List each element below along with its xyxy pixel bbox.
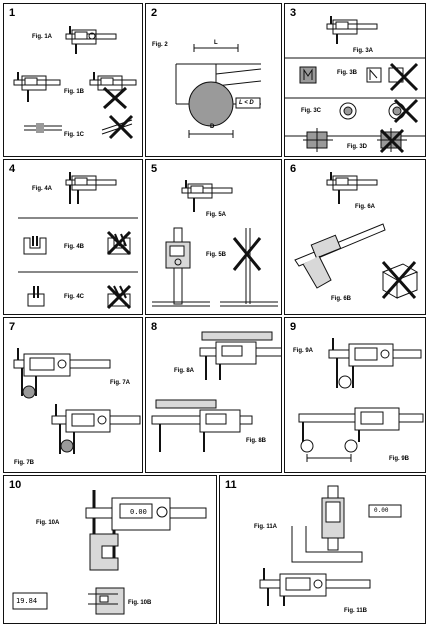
cross-icon	[102, 86, 128, 110]
caliper-illustration	[328, 338, 422, 389]
fig-label: Fig. 9B	[389, 456, 410, 462]
panel-number: 5	[151, 163, 158, 175]
cross-icon	[389, 62, 419, 92]
fig-label: Fig. 1A	[32, 34, 53, 40]
cross-icon	[381, 261, 417, 299]
cross-icon	[106, 284, 132, 310]
panel-6: 6 Fig. 6A Fig. 6B	[284, 159, 426, 315]
fig-label: Fig. 4A	[32, 186, 53, 192]
fig-label: Fig. 6B	[331, 296, 352, 302]
cross-icon	[108, 114, 134, 140]
panel-8: 8 Fig. 8A Fig. 8B	[145, 317, 282, 473]
caliper-illustration	[151, 399, 253, 452]
panel-number: 7	[9, 321, 16, 333]
depth-rod-illustration	[245, 228, 251, 304]
depth-measurement-illustration	[291, 485, 363, 563]
panel-7: 7 Fig. 7A Fig. 7B	[3, 317, 143, 473]
fig-label: Fig. 4C	[64, 294, 85, 300]
caliper-illustration	[199, 331, 281, 380]
step-illustration	[27, 286, 45, 307]
caliper-illustration	[65, 26, 117, 54]
panel-number: 4	[9, 163, 16, 175]
panel-4: 4 Fig. 4A Fig. 4B Fig. 4C	[3, 159, 143, 315]
fig-label: Fig. 11A	[254, 524, 278, 530]
angled-caliper-illustration	[294, 223, 386, 289]
cross-icon	[379, 128, 405, 154]
fig-label: Fig. 4B	[64, 244, 85, 250]
caliper-illustration	[13, 72, 61, 102]
fig-label: Fig. 2	[152, 42, 168, 48]
caliper-illustration	[89, 72, 137, 91]
vertical-caliper-illustration	[165, 227, 191, 305]
caliper-illustration	[85, 490, 207, 560]
tube-illustration	[24, 123, 62, 133]
caliper-illustration	[65, 172, 117, 204]
cylinder-diagram	[175, 44, 262, 138]
jaw-detail	[88, 587, 125, 615]
panel-number: 8	[151, 321, 158, 333]
fig-label: Fig. 3D	[347, 144, 368, 150]
display-readout: 0.00	[130, 508, 147, 516]
fig-label: Fig. 7B	[14, 460, 35, 466]
caliper-illustration	[259, 568, 371, 606]
fig-label: Fig. 5A	[206, 212, 227, 218]
fig-label: Fig. 5B	[206, 252, 227, 258]
panel-number: 6	[290, 163, 297, 175]
block-illustration	[303, 128, 333, 152]
caliper-illustration	[51, 404, 141, 454]
fig-label: Fig. 8A	[174, 368, 195, 374]
caliper-illustration	[13, 348, 111, 399]
display-readout: 19.84	[16, 597, 38, 605]
panel-3: 3 Fig. 3A Fig. 3B Fig. 3C Fig. 3D	[284, 3, 426, 157]
divider-lines	[18, 217, 138, 273]
caliper-illustration	[326, 172, 378, 204]
panel-10: 10 Fig. 10A Fig. 10B 0.00 19.84	[3, 475, 217, 624]
panel-5: 5 Fig. 5A Fig. 5B	[145, 159, 282, 315]
panel-number: 11	[225, 479, 237, 491]
panel-number: 1	[9, 7, 16, 19]
cross-icon	[393, 98, 419, 124]
fig-label: Fig. 8B	[246, 438, 267, 444]
panel-number: 2	[151, 7, 158, 19]
fig-label: Fig. 11B	[344, 608, 368, 614]
panel-number: 9	[290, 321, 297, 333]
panel-11: 11 Fig. 11A Fig. 11B 0.00	[219, 475, 426, 624]
fig-label: Fig. 10A	[36, 520, 60, 526]
caliper-illustration	[326, 16, 378, 44]
fig-label: Fig. 7A	[110, 380, 131, 386]
display-readout: 0.00	[374, 507, 389, 514]
fig-label: Fig. 1C	[64, 132, 85, 138]
fig-label: Fig. 10B	[128, 600, 152, 606]
fig-label: Fig. 3C	[301, 108, 322, 114]
fig-label: Fig. 6A	[355, 204, 376, 210]
block-illustration	[381, 263, 419, 299]
display-box	[12, 592, 48, 610]
panel-1: 1 Fig. 1A Fig. 1B Fig. 1C	[3, 3, 143, 157]
caliper-illustration	[181, 180, 233, 212]
fig-label: Fig. 3A	[353, 48, 374, 54]
caliper-illustration	[298, 407, 424, 462]
cross-icon	[106, 230, 132, 256]
depth-probe-illustration	[299, 66, 317, 84]
cross-icon	[232, 237, 262, 271]
gray-block	[89, 533, 119, 571]
surface-lines	[152, 301, 278, 307]
panel-number: 10	[9, 479, 22, 491]
fig-label: Fig. 9A	[293, 348, 314, 354]
step-illustration	[23, 236, 47, 255]
diameter-label: D	[210, 124, 215, 130]
condition-label: L < D	[239, 100, 254, 106]
display-box	[368, 504, 402, 518]
panel-2: 2 Fig. 2 L D L < D	[145, 3, 282, 157]
fig-label: Fig. 3B	[337, 70, 358, 76]
panel-number: 3	[290, 7, 297, 19]
panel-9: 9 Fig. 9A Fig. 9B	[284, 317, 426, 473]
fig-label: Fig. 1B	[64, 89, 85, 95]
length-label: L	[214, 40, 218, 46]
